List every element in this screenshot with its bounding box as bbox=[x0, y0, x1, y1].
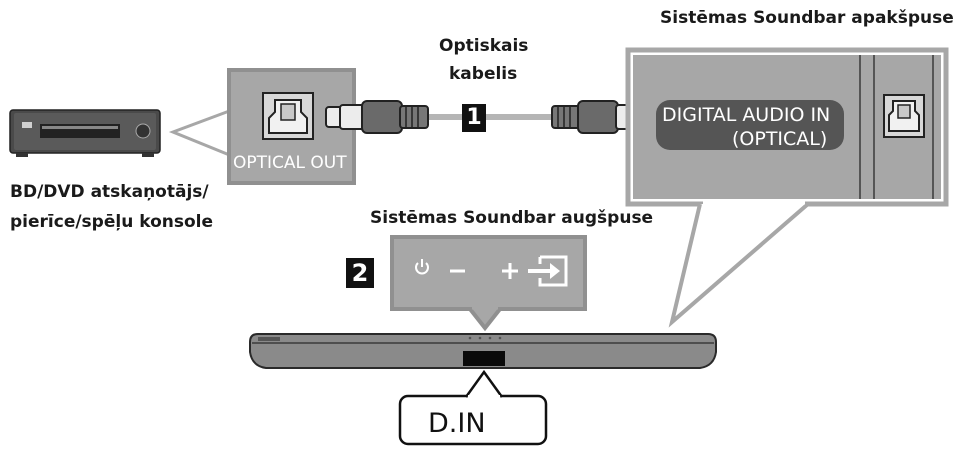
cable-label-line1: Optiskais bbox=[439, 36, 529, 56]
digital-audio-in-label: DIGITAL AUDIO IN bbox=[662, 104, 831, 126]
optical-port-icon bbox=[883, 94, 925, 138]
din-callout bbox=[398, 369, 548, 446]
soundbar-bottom-panel bbox=[625, 47, 949, 207]
player-label-line2: pierīce/spēļu konsole bbox=[10, 212, 214, 232]
player-label-line1: BD/DVD atskaņotājs/ bbox=[10, 182, 209, 202]
cable-label-line2: kabelis bbox=[449, 64, 518, 84]
optical-out-label: OPTICAL OUT bbox=[233, 153, 347, 173]
optical-port-icon bbox=[262, 92, 314, 140]
soundbar-bottom-title: Sistēmas Soundbar apakšpuse bbox=[660, 8, 954, 28]
soundbar-top-title: Sistēmas Soundbar augšpuse bbox=[370, 208, 654, 228]
step-2-badge: 2 bbox=[346, 258, 374, 288]
step-1-badge: 1 bbox=[462, 104, 486, 132]
display-din-label: D.IN bbox=[428, 408, 486, 439]
bd-dvd-player-icon bbox=[9, 109, 161, 157]
digital-audio-in-optical-label: (OPTICAL) bbox=[732, 128, 828, 150]
plus-icon bbox=[502, 263, 518, 279]
top-control-panel bbox=[390, 235, 587, 332]
optical-out-panel bbox=[227, 68, 356, 185]
power-icon bbox=[415, 259, 429, 275]
input-source-icon bbox=[528, 255, 568, 287]
optical-cable-icon bbox=[325, 100, 655, 134]
soundbar-icon bbox=[249, 333, 717, 369]
